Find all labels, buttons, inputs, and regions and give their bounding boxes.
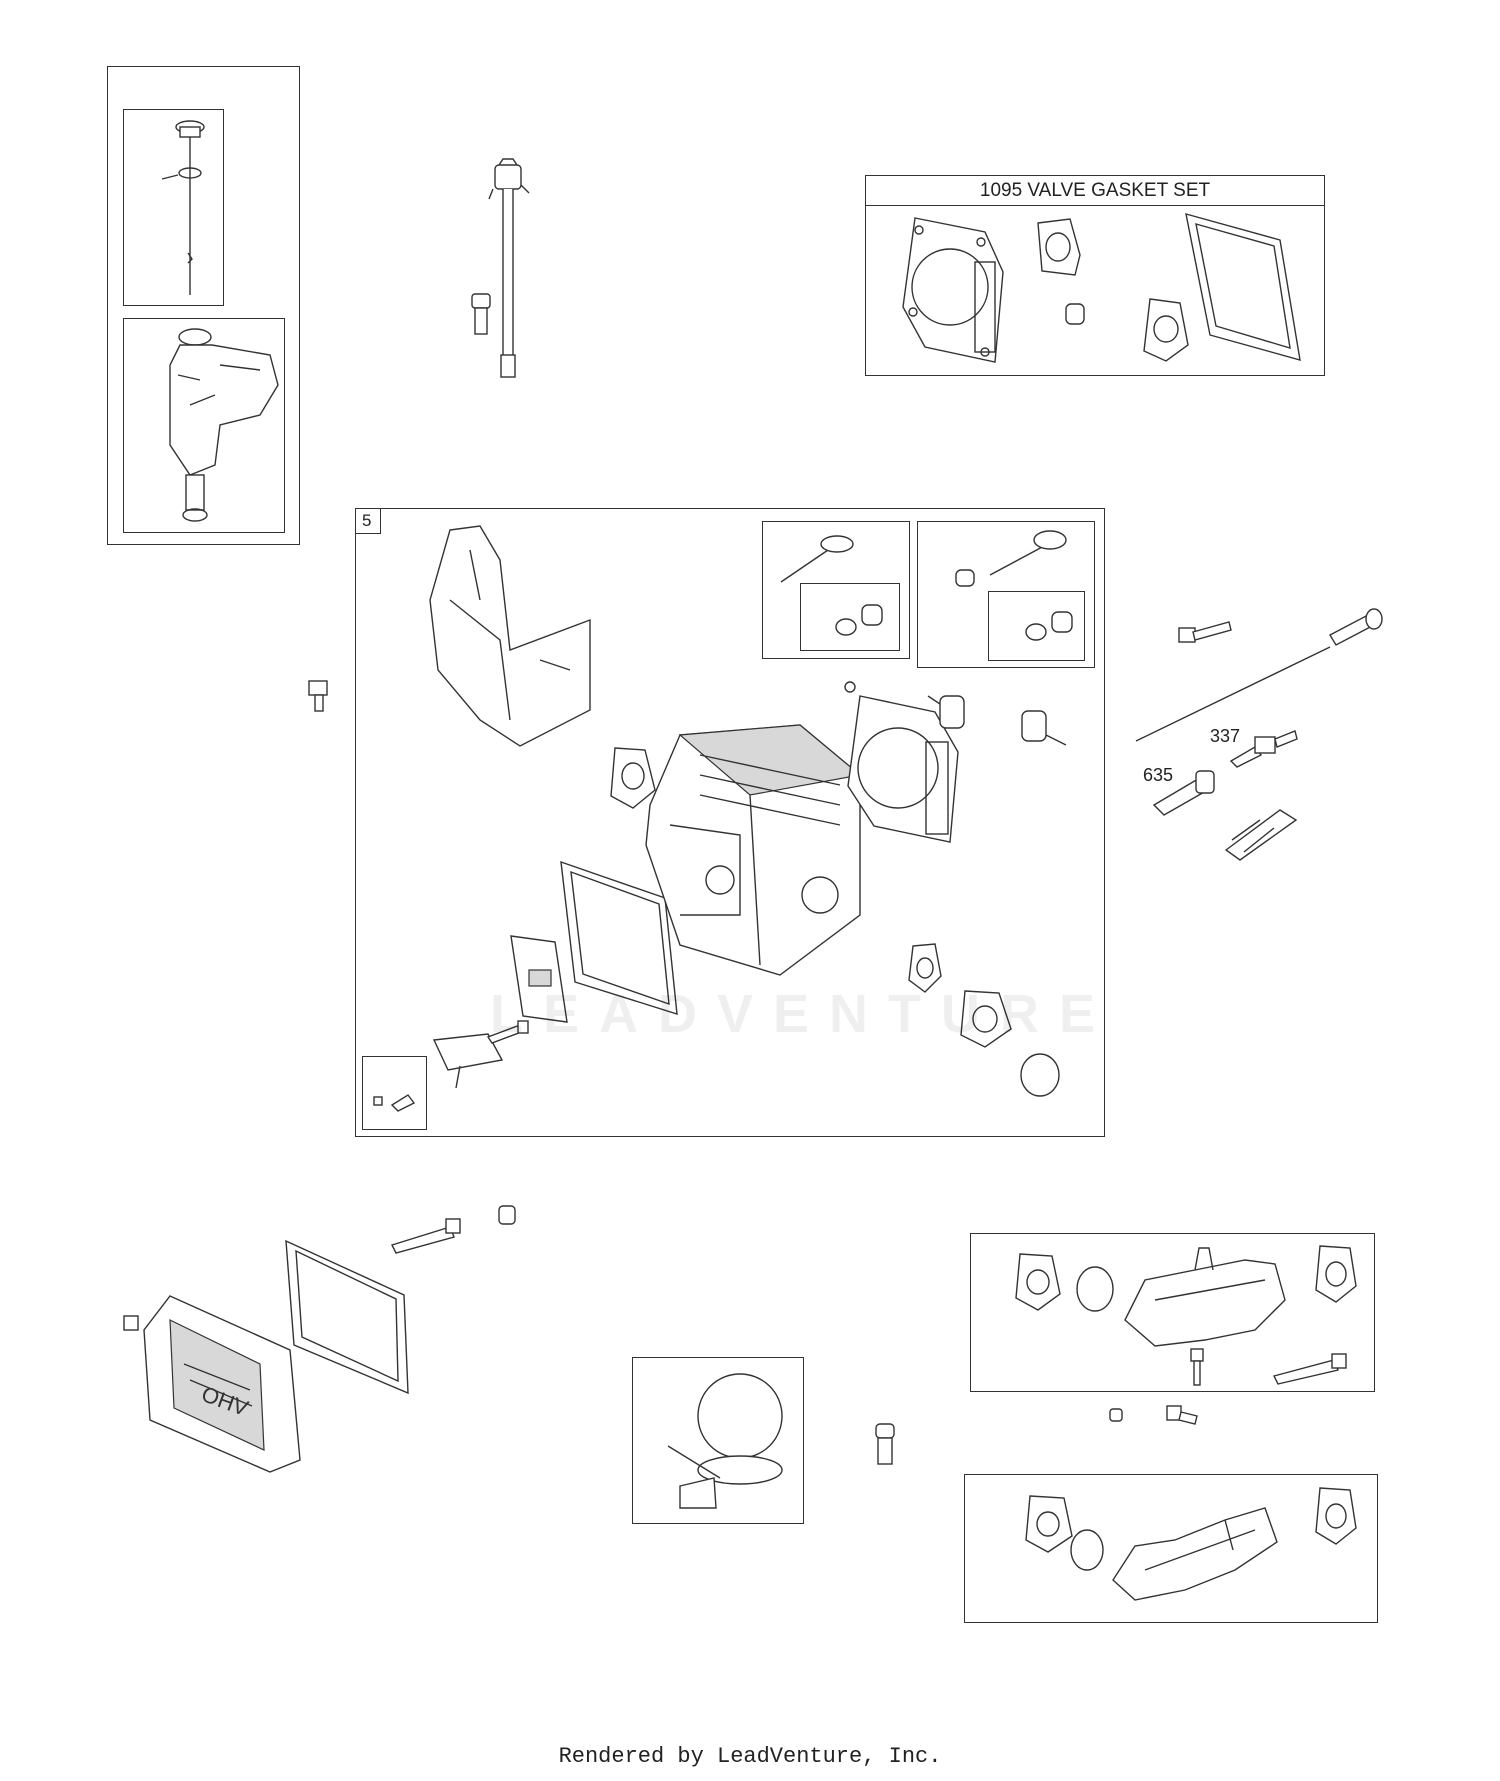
valve-seal-icon[interactable] — [1062, 300, 1088, 330]
footer-credit: Rendered by LeadVenture, Inc. — [558, 1744, 942, 1769]
screw-inset-frame — [362, 1056, 427, 1130]
nut-icon[interactable] — [495, 1200, 520, 1230]
valve-spring-keepers-b-icon[interactable] — [1020, 600, 1080, 650]
rocker-cover-icon[interactable]: OHV — [140, 1290, 305, 1475]
manifold-b-gasket-right-icon[interactable] — [1310, 1482, 1360, 1547]
bolt-icon[interactable] — [305, 675, 340, 715]
valve-spring-keepers-a-icon[interactable] — [830, 595, 890, 645]
manifold-a-frame — [970, 1233, 1375, 1392]
oil-fill-tube-inset-frame — [123, 318, 285, 533]
breather-plate-icon[interactable] — [505, 930, 575, 1030]
air-guide-icon[interactable] — [420, 520, 595, 750]
valve-seal-kit-frame — [632, 1357, 804, 1524]
manifold-b-o-ring-icon[interactable] — [1065, 1525, 1110, 1575]
rocker-stud-bottom-icon[interactable] — [388, 1215, 468, 1255]
cylinder-head-frame — [355, 508, 1105, 1137]
oil-fill-group-frame — [107, 66, 300, 545]
valve-gasket-set-title: 1095 VALVE GASKET SET — [866, 176, 1324, 206]
spark-plug-boot-icon[interactable] — [1148, 765, 1223, 816]
exhaust-gasket-icon[interactable] — [1030, 215, 1085, 280]
cylinder-head-ref: 5 — [362, 511, 372, 530]
head-gasket-icon[interactable] — [895, 212, 1010, 370]
cylinder-head-ref-tag: 5 — [355, 508, 381, 534]
breather-fitting-icon[interactable] — [466, 290, 496, 340]
manifold-a-o-ring-icon[interactable] — [1070, 1262, 1120, 1317]
intake-port-gasket-icon[interactable] — [605, 742, 660, 812]
exhaust-port-gasket-icon[interactable] — [905, 940, 945, 995]
intake-manifold-a-icon[interactable] — [1115, 1240, 1290, 1350]
callout-spark-plug-boot: 635 — [1143, 765, 1174, 785]
manifold-b-gasket-left-icon[interactable] — [1020, 1490, 1080, 1555]
rocker-cover-screw-icon[interactable] — [118, 1310, 148, 1340]
muffler-gasket-icon[interactable] — [955, 985, 1015, 1050]
head-bolt-icon[interactable] — [484, 1017, 534, 1047]
manifold-a-stud-icon[interactable] — [1270, 1350, 1355, 1385]
exhaust-valve-icon[interactable] — [775, 530, 855, 590]
intake-valve-icon[interactable] — [950, 520, 1070, 590]
push-rod-icon[interactable] — [1130, 595, 1390, 750]
manifold-bolt-icon[interactable] — [1163, 1402, 1203, 1432]
spark-plug-icon[interactable] — [1225, 725, 1300, 770]
manifold-a-bolt-icon[interactable] — [1185, 1345, 1210, 1390]
valve-spring-b-icon[interactable] — [1010, 705, 1070, 750]
breather-gasket-icon[interactable] — [428, 1030, 508, 1090]
fitting-icon[interactable] — [870, 1420, 900, 1470]
rocker-cover-gasket-bottom-icon[interactable] — [280, 1235, 415, 1400]
dipstick-icon[interactable] — [160, 113, 220, 303]
cylinder-head-icon[interactable] — [640, 715, 870, 980]
manifold-nut-icon[interactable] — [1106, 1405, 1128, 1427]
exhaust-valve-inset-frame — [762, 521, 910, 659]
valve-gasket-set-frame: 1095 VALVE GASKET SET — [865, 175, 1325, 376]
watermark: LEADVENTURE — [490, 984, 1116, 1044]
dipstick-inset-frame — [123, 109, 224, 306]
valve-seal-inner-icon[interactable] — [840, 677, 860, 697]
rocker-cover-gasket-inner-icon[interactable] — [555, 858, 685, 1018]
small-screw-icon[interactable] — [370, 1085, 420, 1115]
valve-spring-icon[interactable] — [926, 690, 981, 735]
head-gasket-inner-icon[interactable] — [840, 690, 965, 850]
dipstick-tube-assembly-icon[interactable] — [465, 155, 545, 385]
manifold-a-gasket-left-icon[interactable] — [1010, 1248, 1065, 1313]
callout-spark-plug: 337 — [1210, 726, 1241, 746]
valve-keeper-inset-b — [988, 591, 1085, 661]
rocker-cover-gasket-icon[interactable] — [1180, 210, 1310, 365]
manifold-a-gasket-right-icon[interactable] — [1310, 1240, 1360, 1305]
rocker-stud-icon[interactable] — [1175, 610, 1235, 650]
valve-keeper-inset-a — [800, 583, 900, 651]
ignition-lead-icon[interactable] — [1220, 790, 1300, 861]
intake-manifold-b-icon[interactable] — [1105, 1490, 1285, 1605]
valve-seal-kit-icon[interactable] — [660, 1368, 800, 1518]
intake-valve-inset-frame — [917, 521, 1095, 668]
o-ring-icon[interactable] — [1015, 1050, 1065, 1100]
manifold-b-frame — [964, 1474, 1378, 1623]
oil-fill-tube-icon[interactable] — [160, 325, 280, 530]
intake-gasket-icon[interactable] — [1136, 295, 1196, 365]
